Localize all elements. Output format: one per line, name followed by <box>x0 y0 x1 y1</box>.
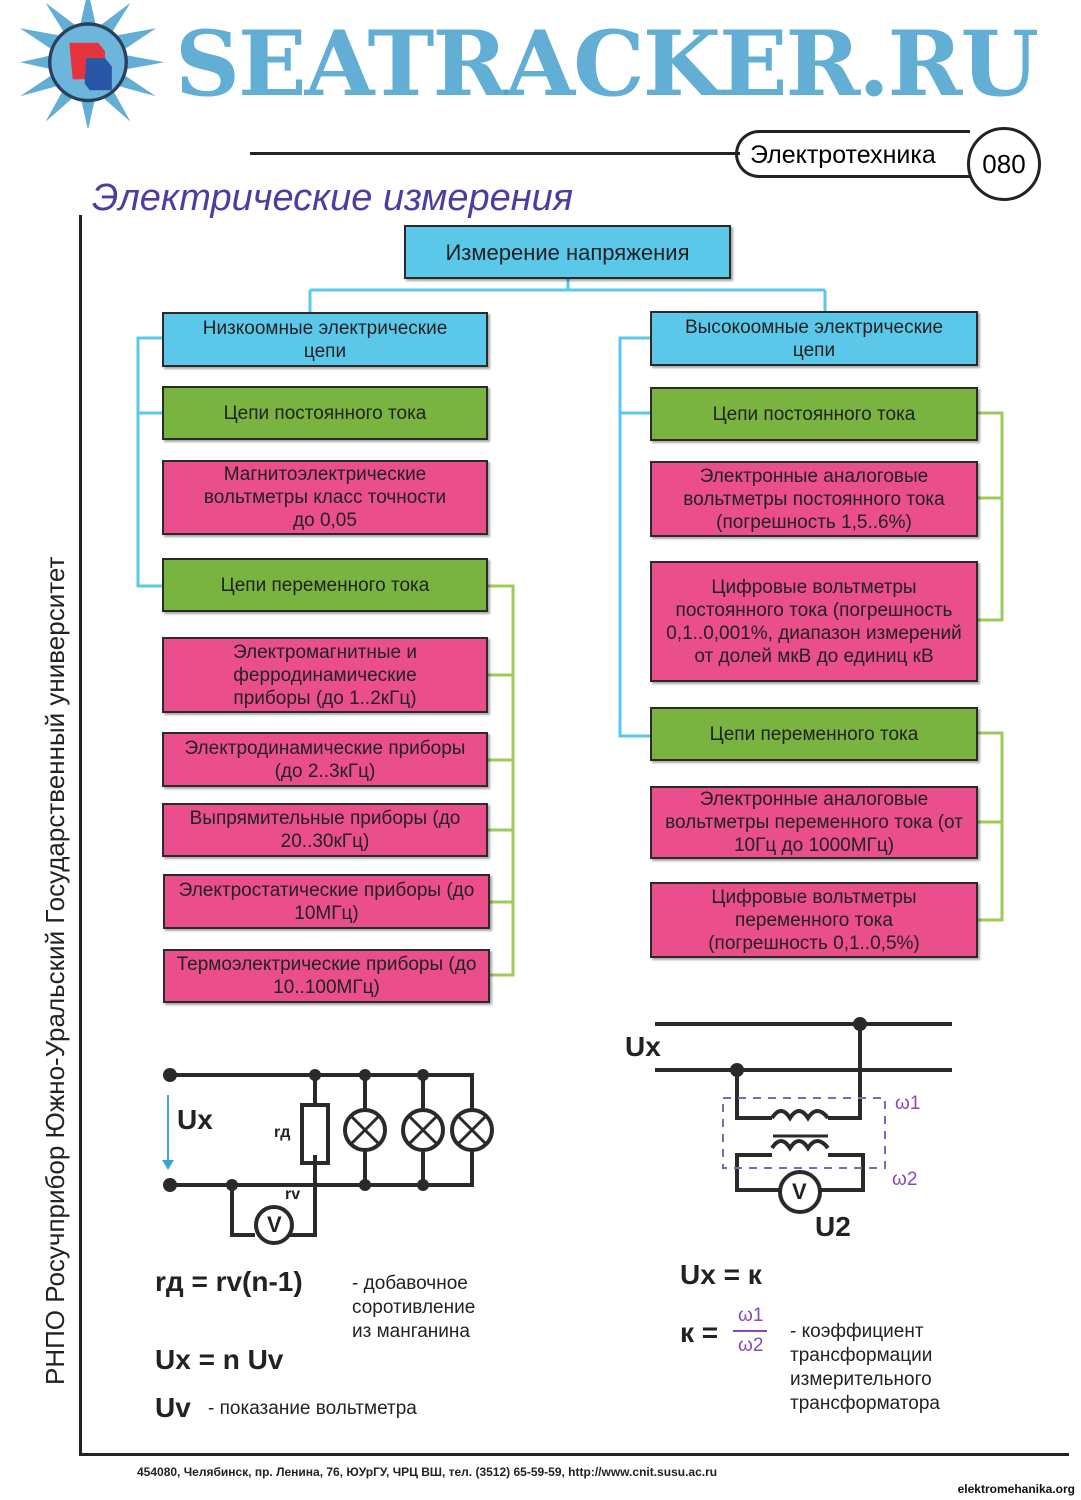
page-number: 080 <box>967 127 1041 201</box>
site-credit: elektromehanika.org <box>957 1482 1075 1496</box>
right-item: Электронные аналоговые вольтметры постоя… <box>650 461 978 537</box>
high-impedance-head: Высокоомные электрические цепи <box>650 311 978 366</box>
root-box: Измерение напряжения <box>404 225 731 279</box>
formula-rd-desc: - добавочное соротивление из манганина <box>352 1273 476 1342</box>
left-item: Термоэлектрические приборы (до 10..100МГ… <box>163 949 490 1003</box>
left-item: Магнитоэлектрические вольтметры класс то… <box>162 460 488 535</box>
left-item: Электромагнитные и ферродинамические при… <box>162 637 488 713</box>
ux-label: Ux <box>177 1104 213 1135</box>
subject-tab: Электротехника <box>735 130 970 178</box>
formula-k-numerator: ω1 <box>738 1305 764 1326</box>
formula-ux-n: Ux = n Uv <box>155 1344 284 1375</box>
ux-label-right: Ux <box>625 1031 661 1062</box>
voltmeter-circuit <box>162 1068 494 1245</box>
right-item: Электронные аналоговые вольтметры переме… <box>650 786 978 859</box>
formula-rd: rд = rv(n-1) <box>155 1266 303 1297</box>
footer-address: 454080, Челябинск, пр. Ленина, 76, ЮУрГУ… <box>137 1465 718 1479</box>
transformer-circuit <box>655 1017 952 1214</box>
formula-uv-desc: - показание вольтметра <box>208 1398 417 1419</box>
left-item: Цепи постоянного тока <box>162 386 488 440</box>
left-frame-rule <box>79 215 82 1455</box>
right-item: Цепи переменного тока <box>650 707 978 761</box>
fraction-bar <box>733 1330 767 1332</box>
formula-k-desc: - коэффициент трансформации измерительно… <box>790 1321 940 1414</box>
right-item: Цифровые вольтметры постоянного тока (по… <box>650 561 978 682</box>
voltmeter-symbol: V <box>792 1179 807 1204</box>
page-title: Электрические измерения <box>92 177 574 219</box>
right-item: Цифровые вольтметры переменного тока (по… <box>650 882 978 958</box>
right-item: Цепи постоянного тока <box>650 387 978 441</box>
left-item: Выпрямительные приборы (до 20..30кГц) <box>162 803 488 857</box>
formula-k: к = <box>680 1317 719 1348</box>
left-item: Цепи переменного тока <box>162 558 488 612</box>
rv-label: rv <box>285 1186 301 1203</box>
rd-label: rд <box>274 1124 291 1141</box>
u2-label: U2 <box>815 1211 851 1242</box>
w1-label: ω1 <box>895 1093 921 1114</box>
left-item: Электродинамические приборы (до 2..3кГц) <box>162 732 488 787</box>
formula-k-denominator: ω2 <box>738 1335 764 1356</box>
w2-label: ω2 <box>892 1169 918 1190</box>
left-item: Электростатические приборы (до 10МГц) <box>163 874 490 929</box>
header-rule <box>250 152 740 155</box>
low-impedance-head: Низкоомные электрические цепи <box>162 312 488 367</box>
watermark: SEATRACKER.RU <box>175 11 1039 117</box>
bottom-frame-rule <box>79 1453 1069 1456</box>
formula-uv: Uv <box>155 1392 191 1423</box>
formula-ux-k: Ux = к <box>680 1259 762 1290</box>
voltmeter-symbol: V <box>267 1212 282 1237</box>
starburst-logo-icon <box>20 0 165 128</box>
connector-lines <box>136 278 1004 977</box>
